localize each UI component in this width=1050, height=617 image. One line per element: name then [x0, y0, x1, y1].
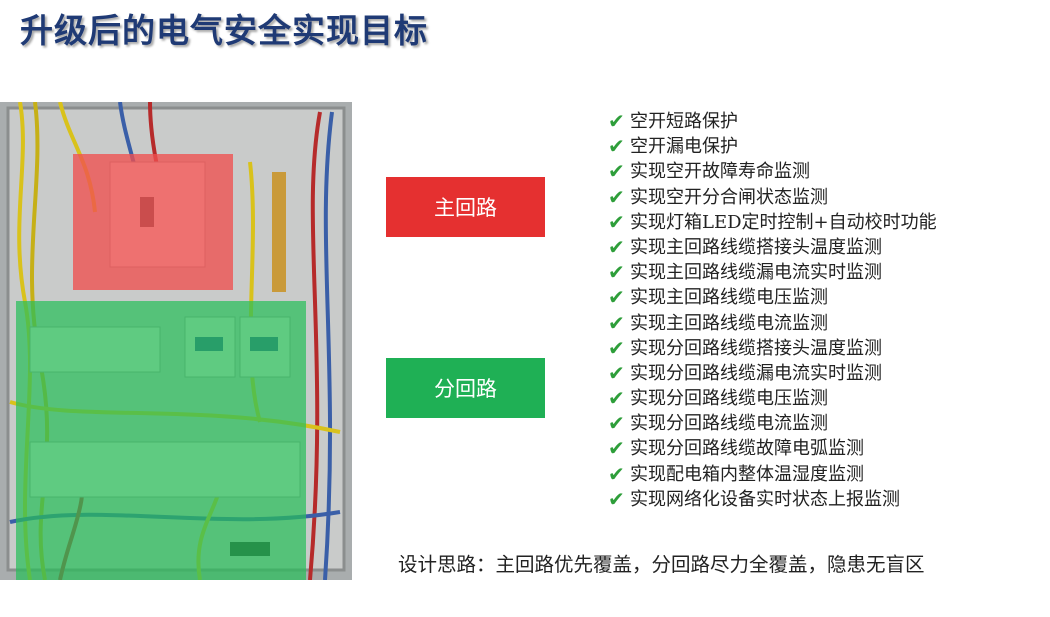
check-mark-icon: ✔ [608, 285, 625, 310]
list-item-text: 实现空开故障寿命监测 [630, 161, 810, 183]
check-mark-icon: ✔ [608, 159, 625, 184]
goal-checklist: ✔空开短路保护✔空开漏电保护✔实现空开故障寿命监测✔实现空开分合闸状态监测✔实现… [608, 109, 937, 512]
list-item: ✔实现分回路线缆故障电弧监测 [608, 436, 937, 461]
list-item-text: 实现主回路线缆电流监测 [630, 312, 828, 334]
check-mark-icon: ✔ [608, 260, 625, 285]
list-item-text: 实现分回路线缆电压监测 [630, 388, 828, 410]
list-item: ✔实现配电箱内整体温湿度监测 [608, 462, 937, 487]
list-item: ✔实现分回路线缆搭接头温度监测 [608, 336, 937, 361]
check-mark-icon: ✔ [608, 134, 625, 159]
list-item: ✔实现分回路线缆漏电流实时监测 [608, 361, 937, 386]
list-item: ✔空开漏电保护 [608, 134, 937, 159]
branch-circuit-highlight [16, 301, 306, 580]
list-item: ✔实现网络化设备实时状态上报监测 [608, 487, 937, 512]
check-mark-icon: ✔ [608, 386, 625, 411]
list-item: ✔实现主回路线缆电压监测 [608, 285, 937, 310]
check-mark-icon: ✔ [608, 486, 625, 511]
list-item-text: 实现分回路线缆电流监测 [630, 413, 828, 435]
list-item-text: 实现空开分合闸状态监测 [630, 186, 828, 208]
list-item-text: 空开短路保护 [630, 111, 738, 132]
list-item-text: 实现分回路线缆搭接头温度监测 [630, 337, 882, 359]
check-mark-icon: ✔ [608, 360, 625, 385]
list-item: ✔实现主回路线缆电流监测 [608, 311, 937, 336]
design-note: 设计思路：主回路优先覆盖，分回路尽力全覆盖，隐患无盲区 [398, 553, 925, 576]
branch-circuit-label: 分回路 [386, 358, 545, 418]
list-item-text: 实现主回路线缆电压监测 [630, 287, 828, 309]
main-circuit-label: 主回路 [386, 177, 545, 237]
check-mark-icon: ✔ [608, 335, 625, 360]
list-item-text: 实现主回路线缆搭接头温度监测 [630, 236, 882, 258]
check-mark-icon: ✔ [608, 109, 625, 133]
check-mark-icon: ✔ [608, 461, 625, 486]
list-item-text: 实现网络化设备实时状态上报监测 [630, 488, 900, 510]
list-item: ✔实现主回路线缆漏电流实时监测 [608, 260, 937, 285]
list-item-text: 空开漏电保护 [630, 136, 738, 158]
distribution-box-photo [0, 102, 352, 580]
list-item-text: 实现分回路线缆漏电流实时监测 [630, 362, 882, 384]
page-title: 升级后的电气安全实现目标 [20, 11, 428, 50]
list-item-text: 实现灯箱LED定时控制+自动校时功能 [630, 211, 937, 233]
list-item: ✔实现分回路线缆电流监测 [608, 411, 937, 436]
check-mark-icon: ✔ [608, 411, 625, 436]
list-item: ✔实现主回路线缆搭接头温度监测 [608, 235, 937, 260]
main-circuit-highlight [73, 154, 233, 290]
list-item-text: 实现配电箱内整体温湿度监测 [630, 463, 864, 485]
check-mark-icon: ✔ [608, 436, 625, 461]
list-item-text: 实现分回路线缆故障电弧监测 [630, 438, 864, 460]
check-mark-icon: ✔ [608, 209, 625, 234]
check-mark-icon: ✔ [608, 184, 625, 209]
list-item: ✔实现灯箱LED定时控制+自动校时功能 [608, 210, 937, 235]
list-item: ✔实现空开故障寿命监测 [608, 159, 937, 184]
list-item: ✔空开短路保护 [608, 109, 937, 134]
list-item: ✔实现空开分合闸状态监测 [608, 185, 937, 210]
list-item: ✔实现分回路线缆电压监测 [608, 386, 937, 411]
list-item-text: 实现主回路线缆漏电流实时监测 [630, 262, 882, 284]
check-mark-icon: ✔ [608, 234, 625, 259]
check-mark-icon: ✔ [608, 310, 625, 335]
